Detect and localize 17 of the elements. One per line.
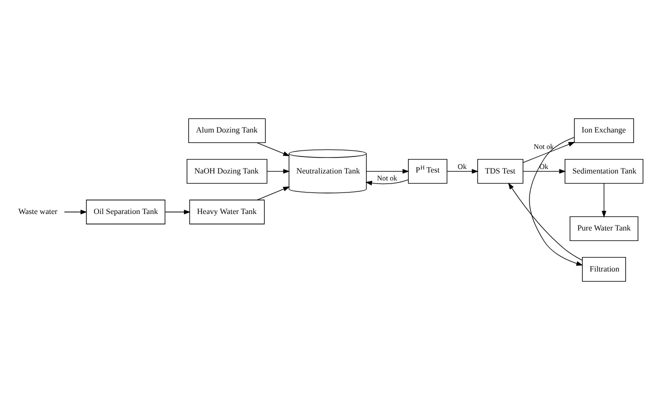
arrow <box>522 142 576 163</box>
arrow <box>602 183 606 218</box>
arrow <box>266 169 290 174</box>
arrow <box>365 179 408 186</box>
arrow <box>256 186 290 200</box>
edge-label: Ok <box>539 162 548 172</box>
edge-label: Not ok <box>377 174 398 183</box>
arrow <box>522 169 566 174</box>
arrow <box>529 137 583 266</box>
arrow <box>508 182 583 261</box>
edge-label: Ok <box>458 162 467 172</box>
arrow <box>256 142 290 156</box>
arrow <box>164 210 191 214</box>
arrow <box>64 210 88 214</box>
arrow <box>366 169 410 174</box>
edge-label: Not ok <box>534 142 554 152</box>
arrow <box>446 169 478 174</box>
